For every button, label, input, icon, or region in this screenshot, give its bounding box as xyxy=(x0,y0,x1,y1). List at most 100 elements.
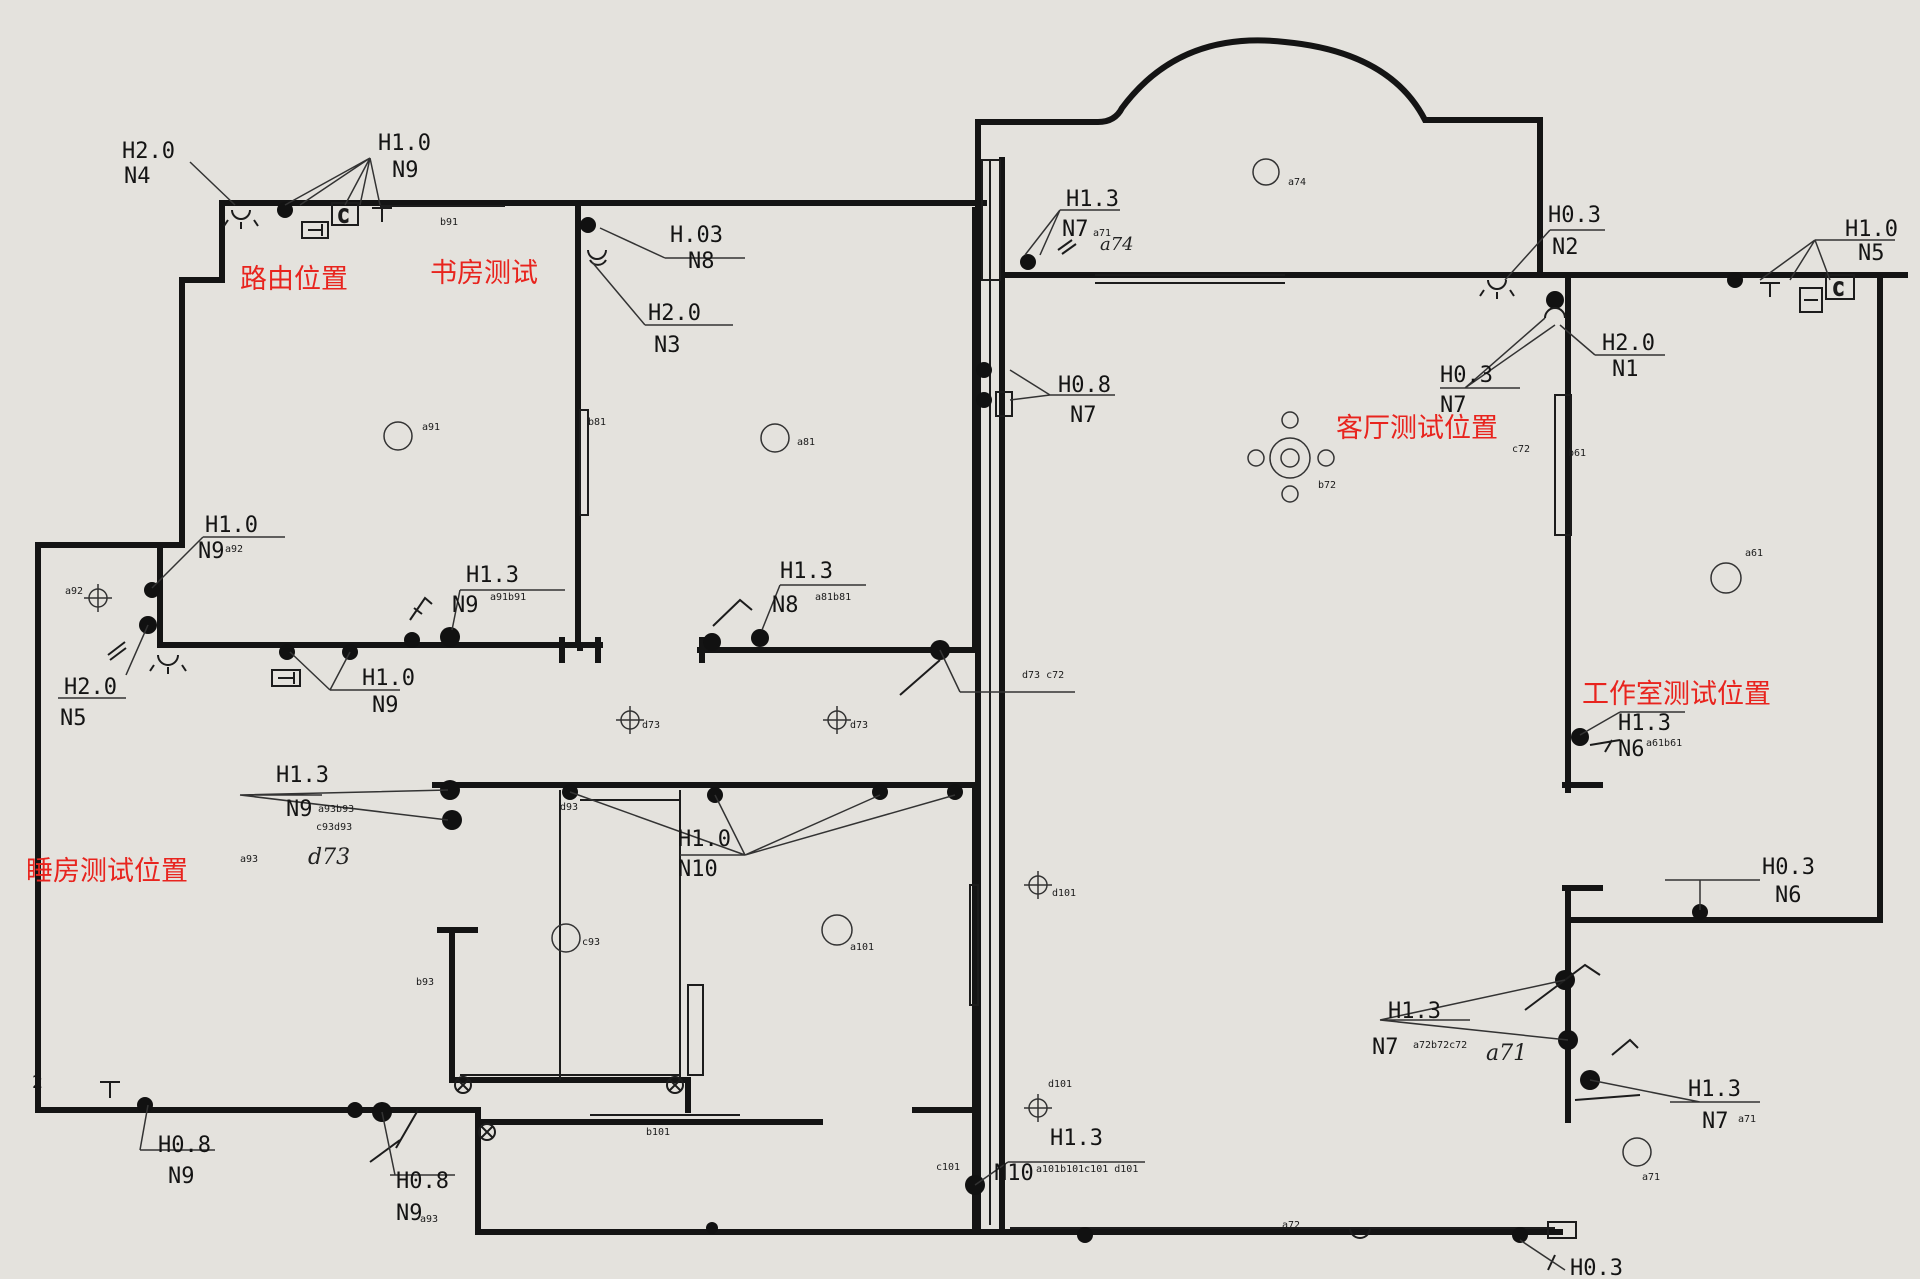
callout-height: H1.0 xyxy=(1845,217,1898,242)
tag: a71 xyxy=(1738,1114,1756,1125)
callout-height: H1.0 xyxy=(378,131,431,156)
callout-node: N9 xyxy=(396,1201,423,1226)
callout: H2.0N1 xyxy=(1602,331,1655,382)
callout: H1.0N9 xyxy=(198,513,258,564)
tag: b101 xyxy=(646,1127,670,1138)
callout-node: N9 xyxy=(168,1164,195,1189)
callout-height: H2.0 xyxy=(122,139,175,164)
tag: a93 xyxy=(420,1214,438,1225)
callout: H0.3N2 xyxy=(1548,203,1601,260)
callout-height: H1.3 xyxy=(1688,1077,1741,1102)
callout: H1.0N9 xyxy=(362,666,415,718)
tag: c72 xyxy=(1512,444,1530,455)
callout: H2.0N3 xyxy=(648,301,701,358)
fixtures: C C xyxy=(84,158,1855,1271)
tag: c93 xyxy=(582,937,600,948)
tag: a61b61 xyxy=(1646,738,1682,749)
callout-height: H0.8 xyxy=(158,1133,211,1158)
callout-height: H1.3 xyxy=(276,763,329,788)
callout-node: N8 xyxy=(772,593,799,618)
tag: a92 xyxy=(65,586,83,597)
callout-height: H0.8 xyxy=(1058,373,1111,398)
room-label-router: 路由位置 xyxy=(240,264,348,295)
callout-height: H0.3 xyxy=(1762,855,1815,880)
room-labels: 路由位置 书房测试 客厅测试位置 工作室测试位置 睡房测试位置 xyxy=(26,258,1771,887)
handwritten-note: a74 xyxy=(1100,234,1134,255)
callout: H1.3N9 xyxy=(276,763,329,822)
room-label-bedroom: 睡房测试位置 xyxy=(26,856,188,887)
callout-height: H2.0 xyxy=(1602,331,1655,356)
tag: a91 xyxy=(422,422,440,433)
small-tags: b91 a91 b81 a81 a74 a71 c72 b72 b61 a61 … xyxy=(32,177,1763,1231)
tag: d73 xyxy=(850,720,868,731)
callout: H0.3N6 xyxy=(1762,855,1815,908)
callout-height: H1.3 xyxy=(1618,711,1671,736)
tag: a71 xyxy=(1093,228,1111,239)
callout-node: N9 xyxy=(198,539,225,564)
tag: a72b72c72 xyxy=(1413,1040,1467,1051)
callout-height: H1.0 xyxy=(205,513,258,538)
tag: c93d93 xyxy=(316,822,352,833)
callout-node: N5 xyxy=(60,706,87,731)
callout-node: N9 xyxy=(286,797,313,822)
tag: a93b93 xyxy=(318,804,354,815)
svg-text:C: C xyxy=(1833,279,1844,300)
callout-node: N7 xyxy=(1070,403,1097,428)
tag: b81 xyxy=(588,417,606,428)
tag: a74 xyxy=(1288,177,1306,188)
callout: H1.3N9 xyxy=(452,563,519,618)
callout-node: N9 xyxy=(452,593,479,618)
tag: b93 xyxy=(416,977,434,988)
callout: H1.3N6 xyxy=(1618,711,1671,762)
callout-height: H0.3 xyxy=(1440,363,1493,388)
callout-node: N2 xyxy=(1552,235,1579,260)
callout-height: H1.0 xyxy=(362,666,415,691)
callout-node: N10 xyxy=(678,857,718,882)
callout-node: N6 xyxy=(1618,737,1645,762)
tag: a71 xyxy=(1642,1172,1660,1183)
room-label-office: 工作室测试位置 xyxy=(1582,679,1771,710)
callout-height: H0.3 xyxy=(1570,1256,1623,1279)
tag: a92 xyxy=(225,544,243,555)
callout-node: N8 xyxy=(688,249,715,274)
tag: a81 xyxy=(797,437,815,448)
callout-node: N4 xyxy=(124,164,151,189)
tag: d73 xyxy=(642,720,660,731)
handwritten-note: a71 xyxy=(1486,1041,1527,1066)
callout: H1.0N5 xyxy=(1845,217,1898,266)
tag: a81b81 xyxy=(815,592,851,603)
tag: c101 xyxy=(936,1162,960,1173)
callout: H2.0N5 xyxy=(60,675,117,731)
callout: H0.8N7 xyxy=(1058,373,1111,428)
callout-height: H1.3 xyxy=(1388,999,1441,1024)
callout: H1.3N7 xyxy=(1062,187,1119,242)
callout-node: N6 xyxy=(1775,883,1802,908)
callout: H1.3N8 xyxy=(772,559,833,618)
tag: a61 xyxy=(1745,548,1763,559)
callout-height: H1.3 xyxy=(1066,187,1119,212)
callout-node: N7 xyxy=(1062,217,1089,242)
callout: H1.3N7 xyxy=(1372,999,1441,1060)
callout-node: N9 xyxy=(392,158,419,183)
callout-node: N7 xyxy=(1440,393,1467,418)
tag: b61 xyxy=(1568,448,1586,459)
room-label-study: 书房测试 xyxy=(430,258,538,289)
tag: a101b101c101 d101 xyxy=(1036,1164,1138,1175)
callout-node: N7 xyxy=(1702,1109,1729,1134)
callout: H0.3N7 xyxy=(1440,363,1493,418)
callout: H0.3 xyxy=(1570,1256,1623,1279)
tag: d101 xyxy=(1052,888,1076,899)
callout-height: H1.0 xyxy=(678,827,731,852)
tag: d101 xyxy=(1048,1079,1072,1090)
tag: a93 xyxy=(240,854,258,865)
callout-node: N3 xyxy=(654,333,681,358)
tag: b91 xyxy=(440,217,458,228)
leader-lines xyxy=(58,157,1895,1271)
callout: H1.0N9 xyxy=(378,131,431,183)
tag: a101 xyxy=(850,942,874,953)
callout-height: H.03 xyxy=(670,223,723,248)
